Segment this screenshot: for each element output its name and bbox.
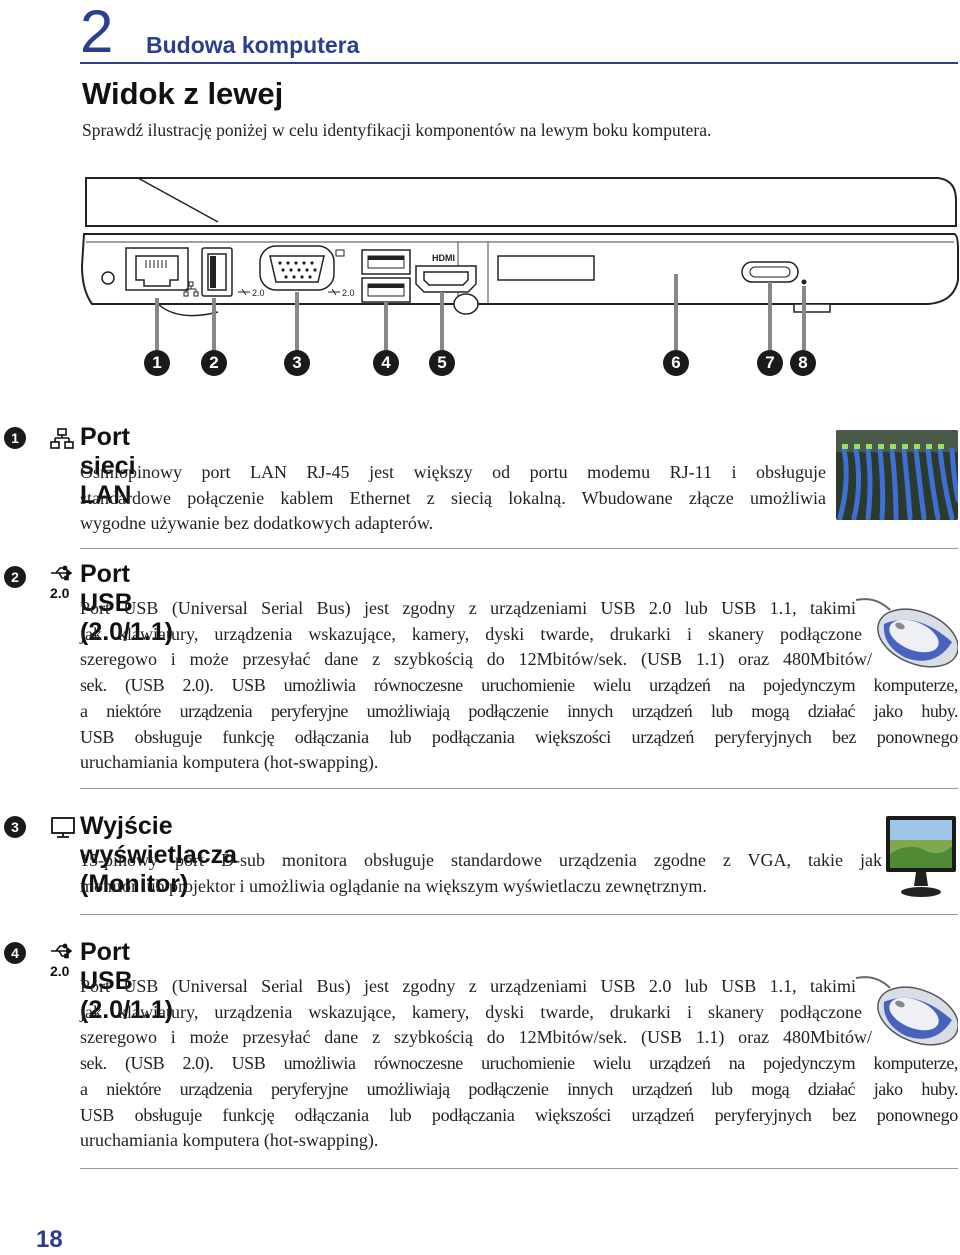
hdmi-label: HDMI <box>432 253 455 263</box>
body-line: jak klawiatury, urządzenia wskazujące, k… <box>80 623 862 644</box>
body-line: wygodne używanie bez dodatkowych adapter… <box>80 513 434 534</box>
mouse-photo <box>856 598 958 668</box>
section-body: Port USB (Universal Serial Bus) jest zgo… <box>80 596 959 776</box>
callout-6: 6 <box>663 350 689 376</box>
body-line: uruchamiania komputera (hot-swapping). <box>80 1130 379 1151</box>
usb-label-2: 2.0 <box>342 288 355 298</box>
monitor-icon <box>51 817 75 838</box>
callout-4: 4 <box>373 350 399 376</box>
body-line: szeregowo i może przesyłać dane z szybko… <box>80 1027 872 1048</box>
chapter-rule <box>80 62 958 64</box>
page-number: 18 <box>36 1226 63 1253</box>
section-title: Port USB (2.0/1.1) <box>80 938 174 1024</box>
lan-icon <box>50 428 74 449</box>
lan-cable-photo <box>836 430 958 520</box>
body-line: a niektóre urządzenia peryferyjne umożli… <box>80 700 959 721</box>
body-line: Port USB (Universal Serial Bus) jest zgo… <box>80 976 856 996</box>
section-number: 4 <box>4 942 26 964</box>
callout-8: 8 <box>790 350 816 376</box>
section-divider <box>80 1168 958 1169</box>
section-title: Port USB (2.0/1.1) <box>80 560 174 646</box>
body-line: sek. (USB 2.0). USB umożliwia równoczesn… <box>80 675 958 696</box>
chapter-title: Budowa komputera <box>146 32 360 58</box>
callout-1: 1 <box>144 350 170 376</box>
callout-5: 5 <box>429 350 455 376</box>
body-line: USB obsługuje funkcję odłączania lub pod… <box>80 726 958 747</box>
body-line: szeregowo i może przesyłać dane z szybko… <box>80 649 872 670</box>
section-title: Port sieci LAN <box>80 423 136 509</box>
laptop-left-side-illustration: 2.0 2.0 HDMI <box>80 177 959 350</box>
body-line: uruchamiania komputera (hot-swapping). <box>80 752 379 773</box>
body-line: sek. (USB 2.0). USB umożliwia równoczesn… <box>80 1053 958 1074</box>
section-divider <box>80 548 958 549</box>
callout-2: 2 <box>201 350 227 376</box>
usb-label-1: 2.0 <box>252 288 265 298</box>
body-line: USB obsługuje funkcję odłączania lub pod… <box>80 1104 958 1125</box>
page-title: Widok z lewej <box>82 76 284 111</box>
body-line: Ośmiopinowy port LAN RJ-45 jest większy … <box>80 462 826 482</box>
intro-text: Sprawdź ilustrację poniżej w celu identy… <box>82 120 712 140</box>
monitor-photo <box>886 816 956 897</box>
body-line: jak klawiatury, urządzenia wskazujące, k… <box>80 1001 862 1022</box>
callout-3: 3 <box>284 350 310 376</box>
mouse-photo <box>856 976 958 1046</box>
section-divider <box>80 914 958 915</box>
section-number: 1 <box>4 427 26 449</box>
section-body: Port USB (Universal Serial Bus) jest zgo… <box>80 974 959 1154</box>
usb-icon <box>51 943 73 959</box>
callout-7: 7 <box>757 350 783 376</box>
section-body: Ośmiopinowy port LAN RJ-45 jest większy … <box>80 460 826 537</box>
section-number: 2 <box>4 566 26 588</box>
body-line: a niektóre urządzenia peryferyjne umożli… <box>80 1078 959 1099</box>
section-divider <box>80 788 958 789</box>
body-line: standardowe połączenie kablem Ethernet z… <box>80 487 826 508</box>
usb-version-label: 2.0 <box>50 585 70 601</box>
usb-icon <box>51 565 73 581</box>
usb-version-label: 2.0 <box>50 963 70 979</box>
chapter-number: 2 <box>80 0 114 65</box>
body-line: monitor lub projektor i umożliwia ogląda… <box>80 875 707 896</box>
body-line: Port USB (Universal Serial Bus) jest zgo… <box>80 598 856 618</box>
section-title: Wyjście wyświetlacza (Monitor) <box>80 812 238 898</box>
body-line: 15-pinowy port D-sub monitora obsługuje … <box>80 850 882 870</box>
section-number: 3 <box>4 816 26 838</box>
section-body: 15-pinowy port D-sub monitora obsługuje … <box>80 848 882 899</box>
